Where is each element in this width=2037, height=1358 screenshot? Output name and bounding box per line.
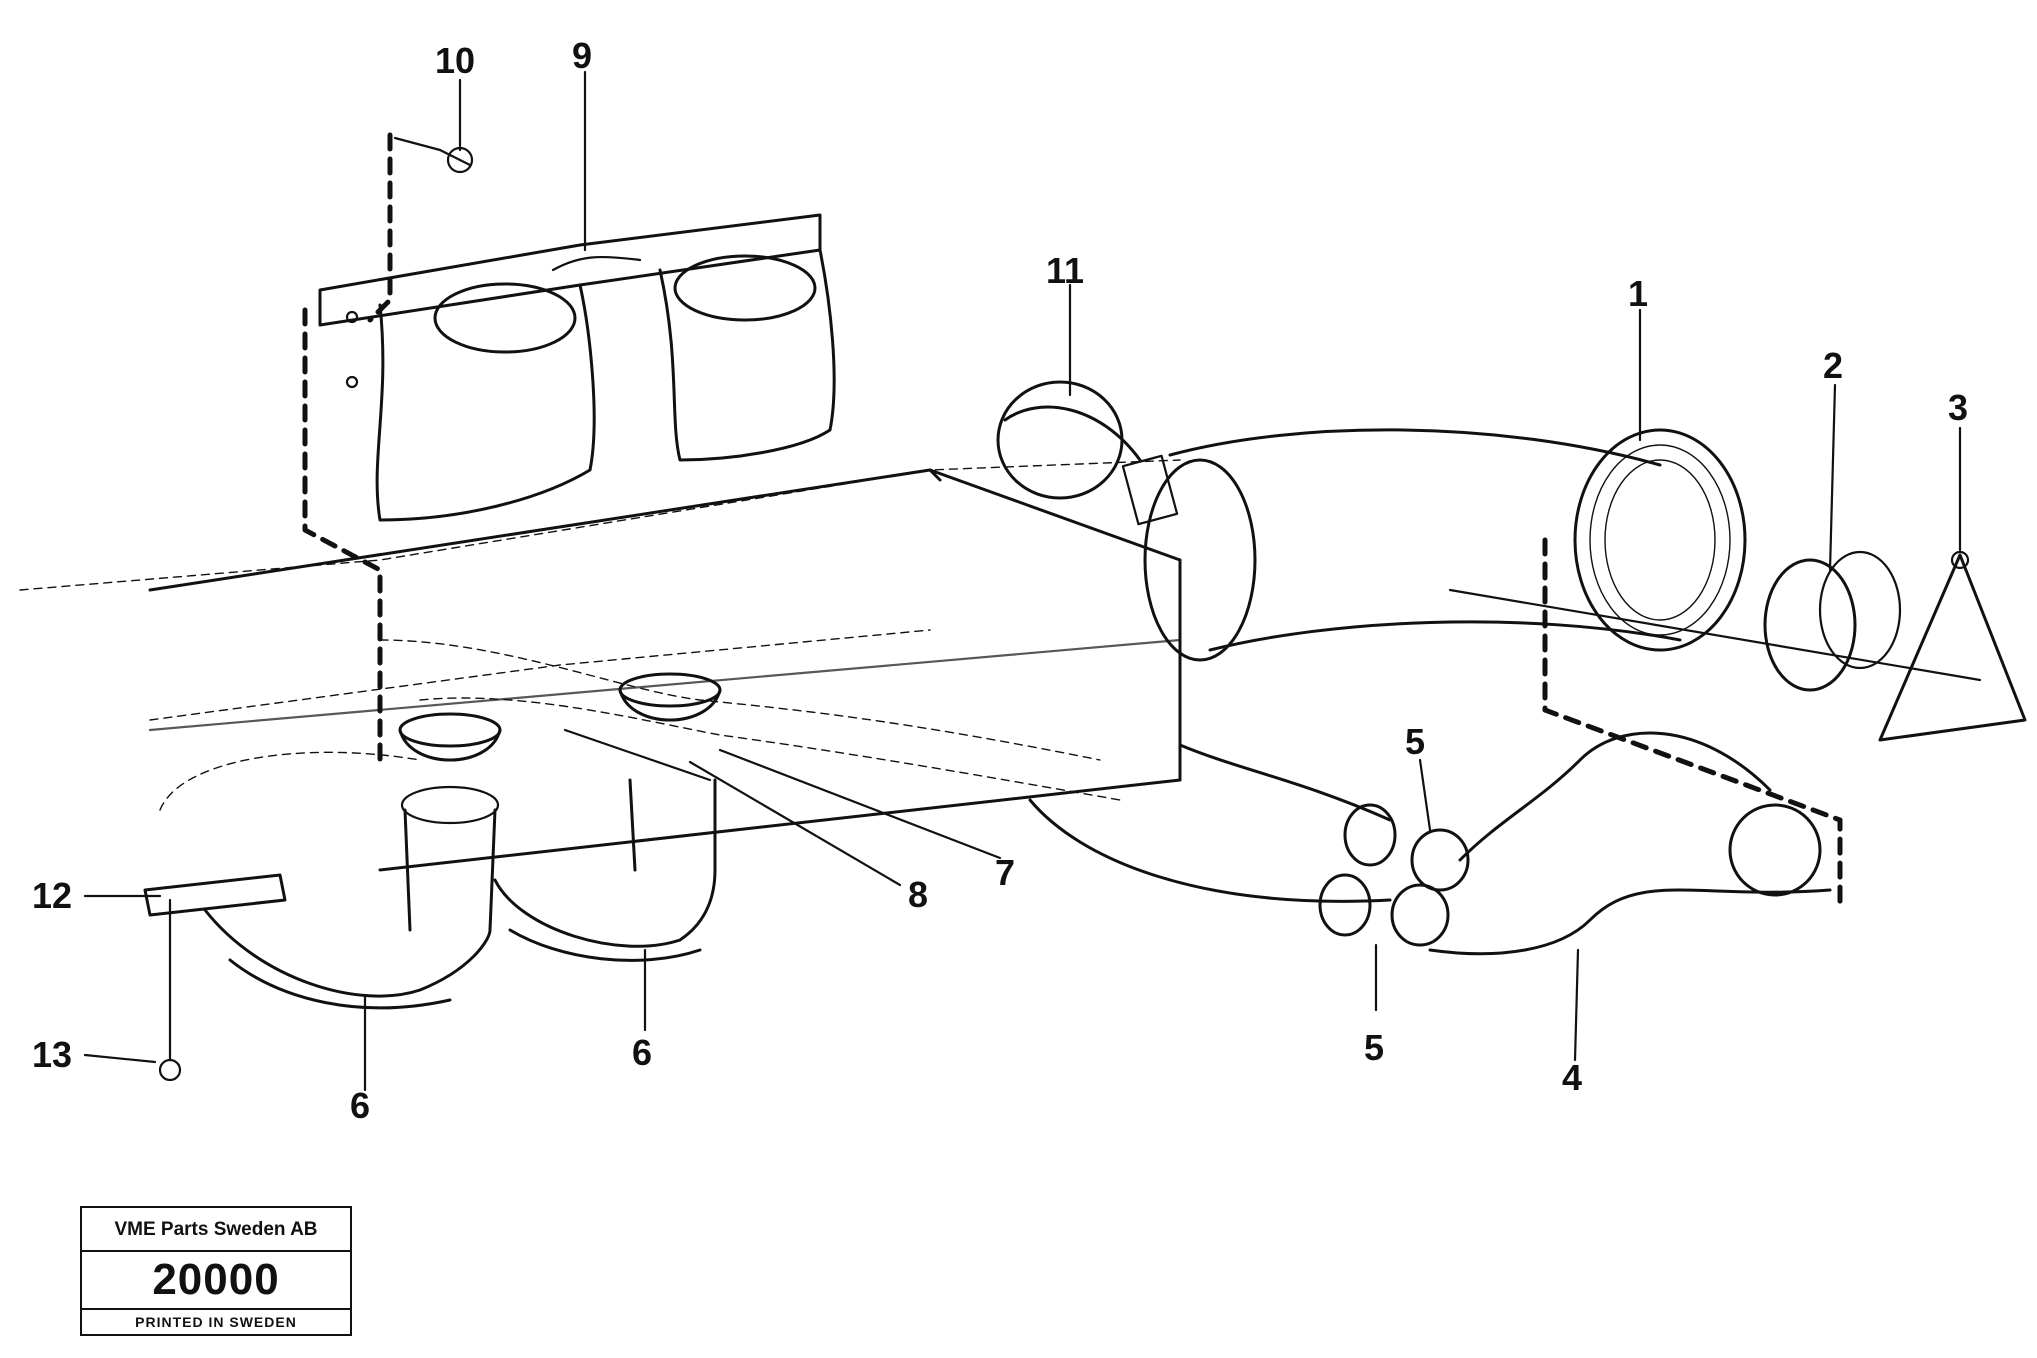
callout-10: 10 [435, 40, 475, 81]
elbow-hose-left-part-6 [203, 908, 492, 1010]
floor-reference-lines [19, 459, 1181, 721]
screw-part-13 [158, 898, 182, 1082]
nozzle-assembly-right [563, 672, 722, 872]
intake-hose-part-1 [1143, 428, 1982, 913]
hose-clamp-part-11 [996, 380, 1179, 526]
callout-3: 3 [1948, 387, 1968, 428]
ring-part-2 [1763, 550, 1902, 692]
callout-6-right: 6 [632, 1032, 652, 1073]
elbow-hose-right-part-6 [493, 868, 717, 962]
strap-part-12 [143, 873, 287, 917]
triangle-part-3 [1878, 550, 2027, 742]
callout-13: 13 [32, 1034, 72, 1075]
y-branch-part-4 [1390, 731, 1832, 956]
callout-9: 9 [572, 35, 592, 76]
corrugated-hoses [1028, 743, 1397, 937]
leader-lines [83, 70, 1962, 1092]
callout-7: 7 [995, 852, 1015, 893]
duct-bracket-part-9 [302, 132, 836, 763]
callout-labels: 10 9 11 1 2 3 5 5 4 7 8 6 6 12 13 [32, 35, 1968, 1126]
stamp-company: VME Parts Sweden AB [82, 1210, 350, 1252]
nozzle-assembly-left [398, 712, 502, 932]
publisher-stamp: VME Parts Sweden AB 20000 PRINTED IN SWE… [80, 1206, 352, 1336]
callout-4: 4 [1562, 1057, 1582, 1098]
heater-box [148, 468, 1182, 872]
callout-5-lower: 5 [1364, 1027, 1384, 1068]
callout-2: 2 [1823, 345, 1843, 386]
callout-1: 1 [1628, 273, 1648, 314]
callout-5-upper: 5 [1405, 721, 1425, 762]
callout-12: 12 [32, 875, 72, 916]
stamp-illustration-number: 20000 [82, 1252, 350, 1310]
stamp-printed-in: PRINTED IN SWEDEN [135, 1314, 297, 1330]
callout-8: 8 [908, 874, 928, 915]
callout-6-left: 6 [350, 1085, 370, 1126]
callout-11: 11 [1046, 250, 1084, 291]
